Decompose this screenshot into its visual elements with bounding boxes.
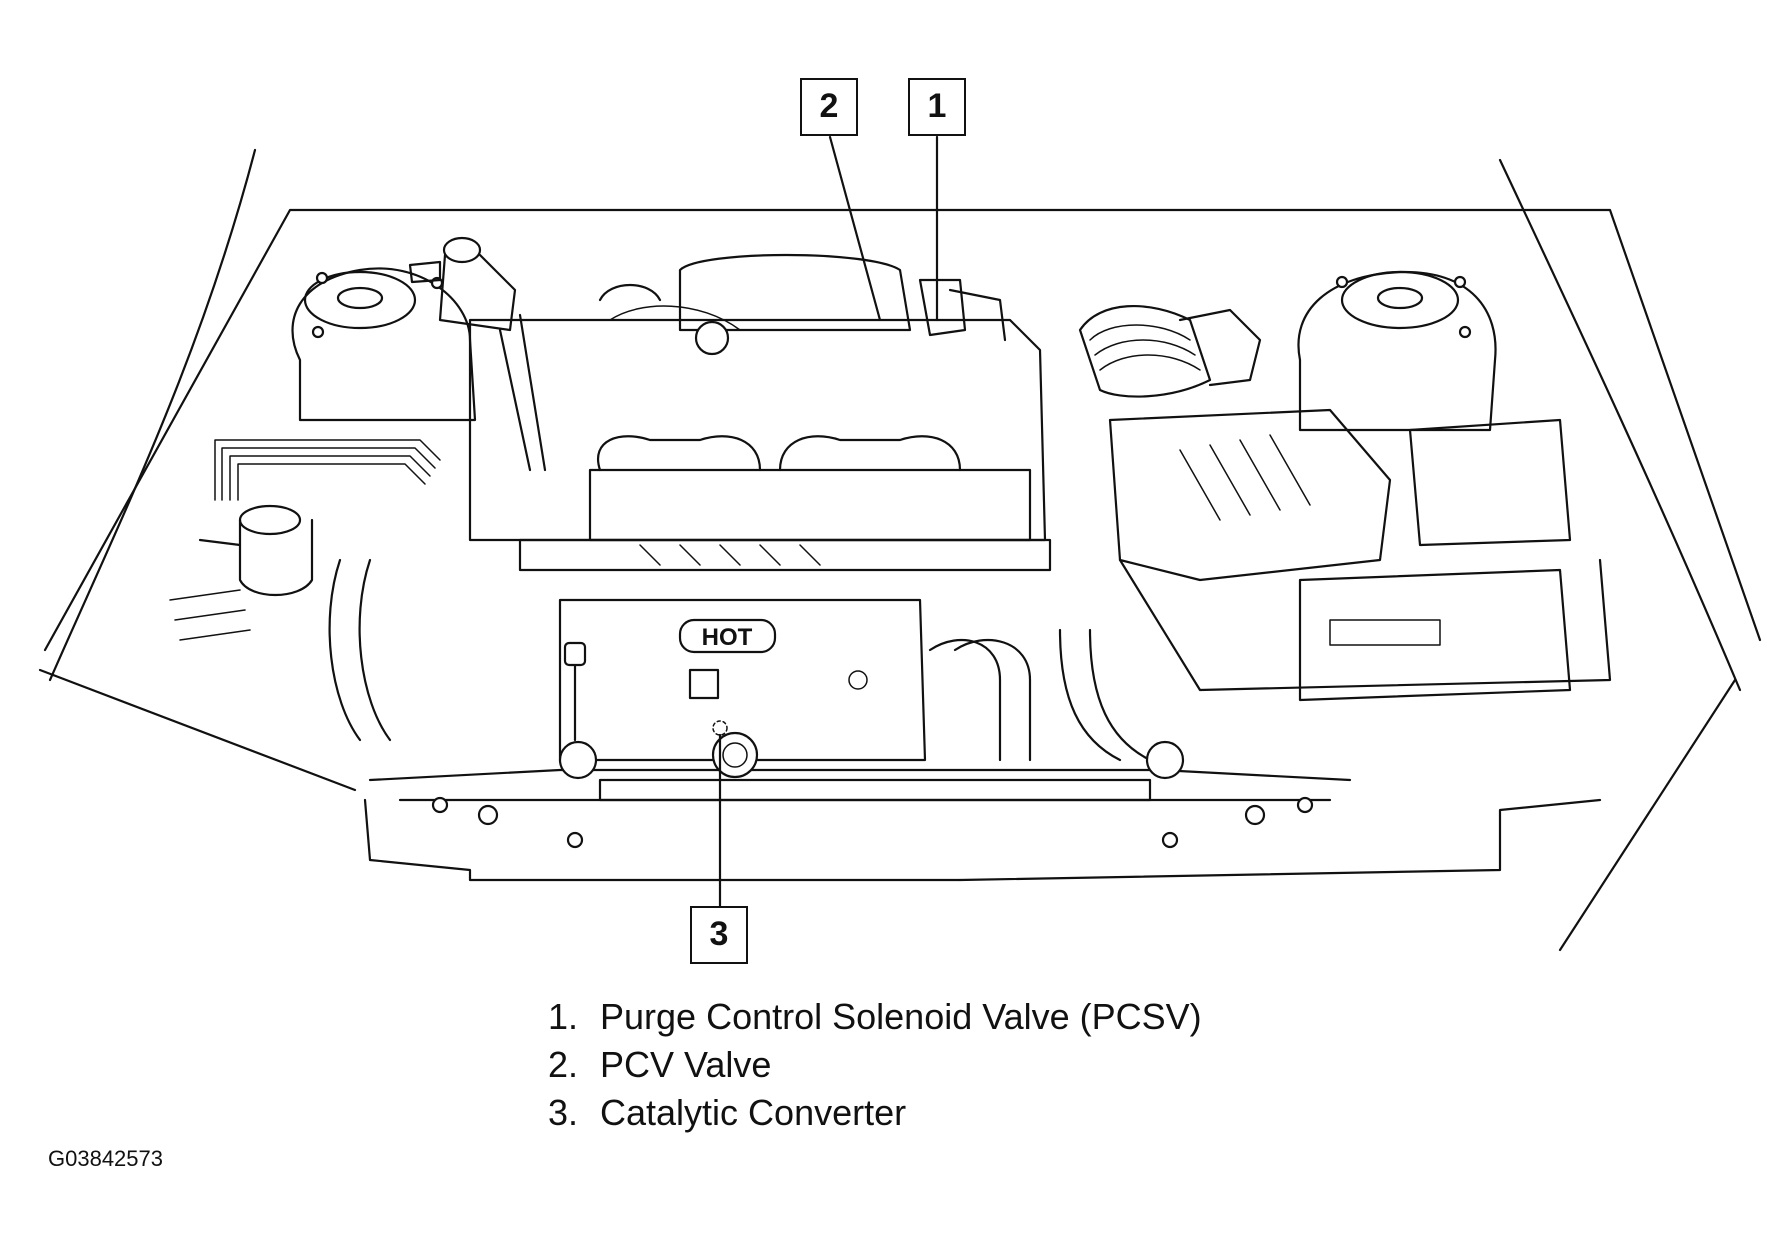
hoses (328, 558, 1152, 762)
brake-fluid-reservoir (408, 236, 517, 332)
callout-1: 1 (908, 78, 966, 136)
heat-shield: HOT (558, 598, 927, 762)
legend-text: Catalytic Converter (600, 1092, 907, 1133)
brake-lines (214, 439, 441, 501)
legend-number: 3. (548, 1092, 579, 1133)
valve-cover (468, 313, 1052, 572)
air-cleaner-box (1108, 408, 1612, 692)
figure-id: G03842573 (48, 1146, 163, 1171)
callout-3: 3 (690, 906, 748, 964)
radiator-support (368, 731, 1352, 849)
legend-list: 1. Purge Control Solenoid Valve (PCSV) 2.… (548, 993, 1202, 1137)
legend-text: PCV Valve (600, 1044, 772, 1085)
legend-item: 3. Catalytic Converter (548, 1089, 1202, 1137)
callout-2: 2 (800, 78, 858, 136)
air-intake-hose (1078, 305, 1262, 398)
legend-text: Purge Control Solenoid Valve (PCSV) (600, 996, 1202, 1037)
intake-plenum (598, 253, 1007, 356)
battery (1298, 418, 1572, 702)
body-outline (38, 148, 1762, 952)
legend-item: 1. Purge Control Solenoid Valve (PCSV) (548, 993, 1202, 1041)
leader-line-2 (828, 135, 882, 322)
power-steering-reservoir (169, 504, 314, 641)
left-strut-tower (291, 267, 477, 422)
legend-number: 1. (548, 996, 579, 1037)
legend-number: 2. (548, 1044, 579, 1085)
leader-lines (718, 135, 939, 908)
legend-item: 2. PCV Valve (548, 1041, 1202, 1089)
hot-label: HOT (702, 624, 753, 651)
right-strut-tower (1297, 270, 1497, 432)
